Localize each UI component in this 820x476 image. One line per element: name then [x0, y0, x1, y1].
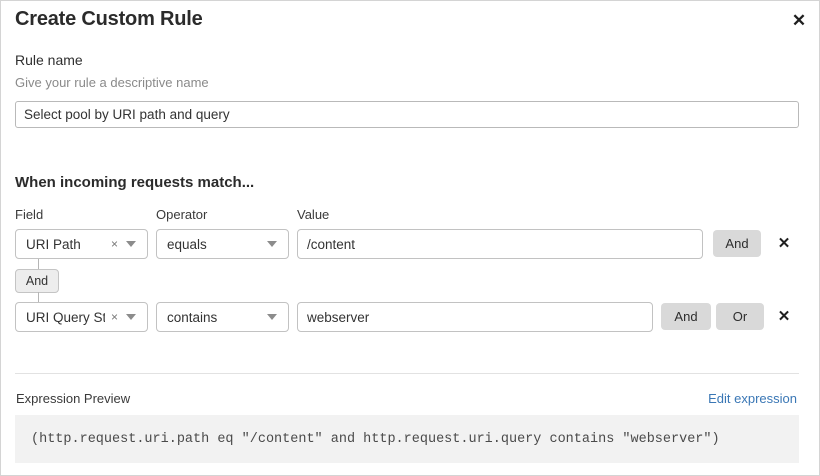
- field-select-2-value: URI Query St...: [26, 309, 105, 325]
- chevron-down-icon: [126, 241, 136, 247]
- column-label-field: Field: [15, 207, 44, 222]
- rule-name-label: Rule name: [15, 52, 83, 68]
- and-button-2[interactable]: And: [661, 303, 711, 330]
- operator-select-1[interactable]: equals: [156, 229, 289, 259]
- connector-and-chip[interactable]: And: [15, 269, 59, 293]
- chevron-down-icon: [126, 314, 136, 320]
- column-label-value: Value: [297, 207, 330, 222]
- field-select-1[interactable]: URI Path ×: [15, 229, 148, 259]
- condition-row: URI Query St... × contains And Or ✕: [1, 302, 819, 332]
- close-icon[interactable]: ✕: [791, 10, 807, 30]
- operator-select-1-value: equals: [167, 236, 207, 252]
- and-button-1[interactable]: And: [713, 230, 761, 257]
- clear-icon[interactable]: ×: [110, 310, 118, 324]
- chevron-down-icon: [267, 314, 277, 320]
- field-select-1-value: URI Path: [26, 236, 81, 252]
- field-select-2[interactable]: URI Query St... ×: [15, 302, 148, 332]
- value-input-1[interactable]: [297, 229, 703, 259]
- condition-row: URI Path × equals And ✕: [1, 229, 819, 259]
- connector-line-bottom: [38, 292, 39, 303]
- edit-expression-link[interactable]: Edit expression: [708, 391, 797, 406]
- delete-condition-2-icon[interactable]: ✕: [777, 308, 791, 325]
- section-divider: [15, 373, 799, 374]
- or-button-2[interactable]: Or: [716, 303, 764, 330]
- delete-condition-1-icon[interactable]: ✕: [777, 235, 791, 252]
- expression-preview-box: (http.request.uri.path eq "/content" and…: [15, 415, 799, 463]
- expression-preview-code: (http.request.uri.path eq "/content" and…: [31, 431, 720, 447]
- dialog-title: Create Custom Rule: [15, 8, 203, 30]
- operator-select-2-value: contains: [167, 309, 218, 325]
- rule-name-input[interactable]: [15, 101, 799, 128]
- chevron-down-icon: [267, 241, 277, 247]
- clear-icon[interactable]: ×: [110, 237, 118, 251]
- expression-preview-label: Expression Preview: [16, 391, 131, 406]
- value-input-2[interactable]: [297, 302, 653, 332]
- conditions-section-title: When incoming requests match...: [15, 174, 255, 191]
- column-label-operator: Operator: [156, 207, 208, 222]
- connector-line-top: [38, 259, 39, 270]
- rule-name-help-text: Give your rule a descriptive name: [15, 75, 209, 90]
- operator-select-2[interactable]: contains: [156, 302, 289, 332]
